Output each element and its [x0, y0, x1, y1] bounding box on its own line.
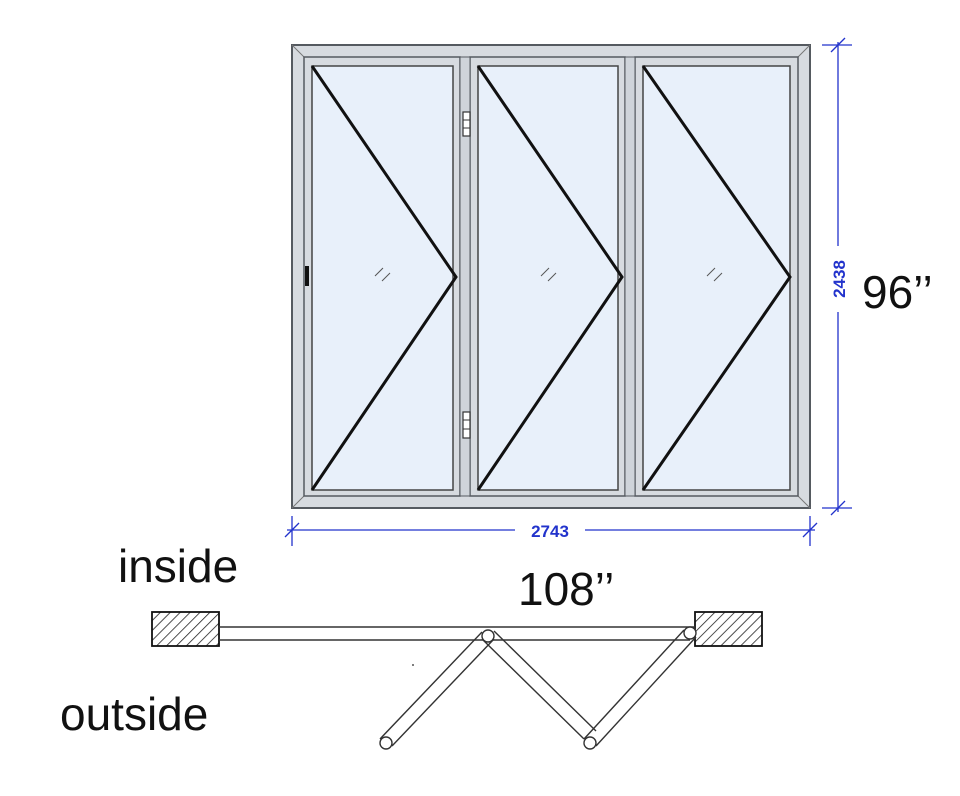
- hinge-top: [462, 111, 471, 137]
- door-panel-2: [469, 56, 626, 497]
- fold-plan-view: [151, 611, 763, 750]
- wall-left: [151, 611, 220, 647]
- height-mm-label: 2438: [830, 260, 849, 298]
- height-inches-label: 96’’: [862, 266, 933, 318]
- outside-label: outside: [60, 688, 208, 740]
- door-panel-1: [303, 56, 461, 497]
- swing-indicator-1: [310, 65, 458, 491]
- hinge-bottom: [462, 411, 471, 439]
- swing-indicator-2: [476, 65, 624, 491]
- pivot-point: [683, 626, 697, 640]
- inside-label: inside: [118, 540, 238, 592]
- door-handle: [305, 266, 309, 286]
- door-elevation: [291, 44, 811, 509]
- door-panel-3: [634, 56, 799, 497]
- wall-right: [694, 611, 763, 647]
- width-inches-label: 108’’: [518, 563, 614, 615]
- pivot-point: [583, 736, 597, 750]
- swing-indicator-3: [641, 65, 792, 491]
- pivot-point: [379, 736, 393, 750]
- pivot-point: [481, 629, 495, 643]
- width-mm-label: 2743: [531, 522, 569, 541]
